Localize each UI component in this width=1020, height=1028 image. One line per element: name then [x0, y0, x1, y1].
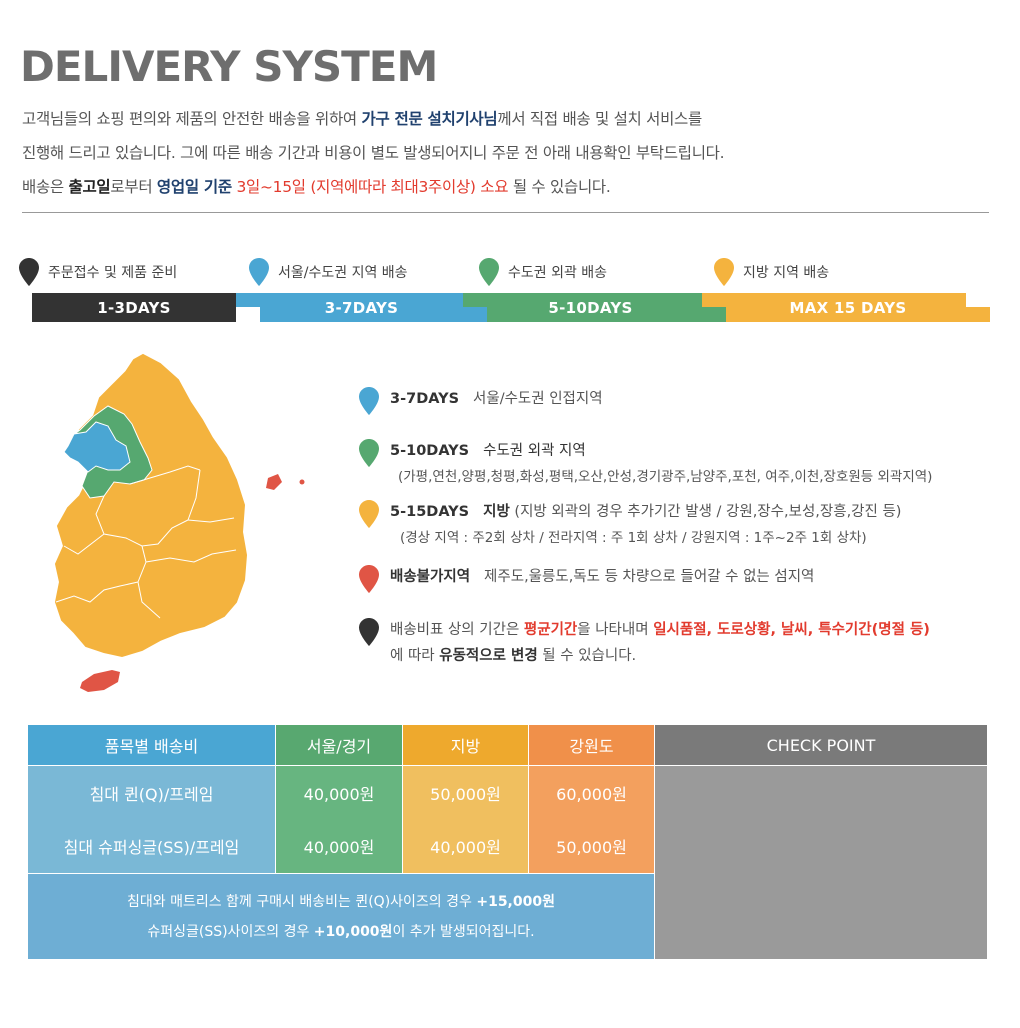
- legend-row-5-10: 5-10DAYS 수도권 외곽 지역 (가평,연천,양평,청평,화성,평택,오산,안…: [358, 438, 932, 490]
- intro-highlight: 가구 전문 설치기사님: [361, 110, 498, 128]
- table-cell: 60,000원: [528, 765, 655, 820]
- legend-subtext: (가평,연천,양평,청평,화성,평택,오산,안성,경기광주,남양주,포천, 여주…: [398, 469, 933, 485]
- map-pin-icon: [359, 439, 379, 467]
- intro-highlight: 영업일 기준: [156, 178, 232, 196]
- table-header: 서울/경기: [275, 724, 403, 766]
- intro-text-part: 배송은: [22, 178, 69, 196]
- bar-5-10days: 5-10DAYS: [463, 293, 702, 322]
- stage-label: 주문접수 및 제품 준비: [48, 265, 178, 281]
- map-pin-icon: [359, 500, 379, 528]
- map-pin-icon: [479, 258, 499, 286]
- divider: [22, 212, 989, 213]
- bar-notch: [702, 307, 726, 322]
- map-pin-icon: [359, 387, 379, 415]
- bar-label: 5-10DAYS: [548, 298, 633, 317]
- legend-text: 을 나타내며: [577, 622, 654, 638]
- map-pin-icon: [359, 618, 379, 646]
- map-pin-icon: [714, 258, 734, 286]
- legend-row-3-7: 3-7DAYS 서울/수도권 인접지역: [358, 386, 603, 416]
- stage-3: 수도권 외곽 배송: [478, 256, 607, 288]
- page-title: DELIVERY SYSTEM: [20, 42, 438, 91]
- intro-highlight: 출고일: [68, 178, 111, 196]
- bar-label: 3-7DAYS: [324, 298, 399, 317]
- table-row: 침대 퀸(Q)/프레임 40,000원 50,000원 60,000원: [27, 765, 988, 960]
- stage-1: 주문접수 및 제품 준비: [18, 256, 177, 288]
- intro-highlight-red: 3일~15일 (지역에따라 최대3주이상) 소요: [231, 178, 509, 196]
- table-cell: 50,000원: [528, 819, 655, 874]
- legend-key: 5-10DAYS: [390, 443, 470, 459]
- table-header-row: 품목별 배송비 서울/경기 지방 강원도 CHECK POINT: [27, 724, 988, 766]
- legend-key: 3-7DAYS: [390, 391, 460, 407]
- bar-label: MAX 15 DAYS: [789, 298, 907, 317]
- table-cell-item: 침대 퀸(Q)/프레임: [27, 765, 276, 820]
- intro-text-part: 될 수 있습니다.: [508, 178, 611, 196]
- legend-highlight-red: 일시품절, 도로상황, 날씨, 특수기간(명절 등): [653, 622, 930, 638]
- table-cell: 50,000원: [402, 765, 529, 820]
- legend-text-bold: 유동적으로 변경: [439, 648, 538, 664]
- table-cell: 40,000원: [402, 819, 529, 874]
- map-pin-icon: [19, 258, 39, 286]
- note-amount: +10,000원: [313, 923, 393, 940]
- legend-text: 될 수 있습니다.: [537, 648, 637, 664]
- intro-text-part: 로부터: [110, 178, 157, 196]
- note-text: 침대와 매트리스 함께 구매시 배송비는 퀸(Q)사이즈의 경우: [127, 893, 477, 910]
- table-header: CHECK POINT: [654, 724, 988, 766]
- legend-text: 제주도,울릉도,독도 등 차량으로 들어갈 수 없는 섬지역: [484, 569, 815, 585]
- legend-row-note: 배송비표 상의 기간은 평균기간을 나타내며 일시품절, 도로상황, 날씨, 특…: [358, 617, 930, 669]
- table-header: 품목별 배송비: [27, 724, 276, 766]
- stage-4: 지방 지역 배송: [713, 256, 829, 288]
- legend-subtext: (경상 지역 : 주2회 상차 / 전라지역 : 주 1회 상차 / 강원지역 …: [400, 530, 867, 546]
- note-text: 슈퍼싱글(SS)사이즈의 경우: [147, 923, 314, 940]
- legend-text: 에 따라: [390, 648, 440, 664]
- legend-text: 수도권 외곽 지역: [483, 443, 586, 459]
- bar-label: 1-3DAYS: [97, 298, 171, 317]
- legend-text: 서울/수도권 인접지역: [473, 391, 603, 407]
- legend-row-5-15: 5-15DAYS 지방 (지방 외곽의 경우 추가기간 발생 / 강원,장수,보성…: [358, 499, 901, 551]
- stage-label: 서울/수도권 지역 배송: [278, 265, 408, 281]
- intro-text: 고객님들의 쇼핑 편의와 제품의 안전한 배송을 위하여 가구 전문 설치기사님…: [22, 102, 725, 204]
- bar-notch: [236, 307, 260, 322]
- legend-key: 배송불가지역: [390, 569, 471, 585]
- table-cell-item: 침대 슈퍼싱글(SS)/프레임: [27, 819, 276, 874]
- bar-notch: [463, 307, 487, 322]
- table-header: 지방: [402, 724, 529, 766]
- intro-text-part: 께서 직접 배송 및 설치 서비스를: [497, 110, 702, 128]
- bar-3-7days: 3-7DAYS: [236, 293, 463, 322]
- legend-key: 5-15DAYS: [390, 504, 470, 520]
- legend-text: (지방 외곽의 경우 추가기간 발생 / 강원,장수,보성,장흥,강진 등): [509, 504, 902, 520]
- bar-max15days: MAX 15 DAYS: [702, 293, 966, 322]
- table-note-row: 침대와 매트리스 함께 구매시 배송비는 퀸(Q)사이즈의 경우 +15,000…: [27, 873, 988, 960]
- korea-map-image: [54, 353, 305, 692]
- shipping-fee-table: 품목별 배송비 서울/경기 지방 강원도 CHECK POINT 침대 퀸(Q)…: [27, 724, 988, 960]
- bar-step: [966, 307, 990, 322]
- legend-row-no-delivery: 배송불가지역 제주도,울릉도,독도 등 차량으로 들어갈 수 없는 섬지역: [358, 564, 814, 594]
- map-pin-icon: [249, 258, 269, 286]
- stage-2: 서울/수도권 지역 배송: [248, 256, 408, 288]
- table-header: 강원도: [528, 724, 655, 766]
- bar-1-3days: 1-3DAYS: [32, 293, 236, 322]
- intro-text-part: 고객님들의 쇼핑 편의와 제품의 안전한 배송을 위하여: [22, 110, 362, 128]
- map-pin-icon: [359, 565, 379, 593]
- table-note: 침대와 매트리스 함께 구매시 배송비는 퀸(Q)사이즈의 경우 +15,000…: [27, 873, 655, 960]
- check-point-cell: [654, 765, 988, 960]
- legend-highlight-red: 평균기간: [523, 622, 578, 638]
- note-amount: +15,000원: [476, 893, 555, 910]
- table-cell: 40,000원: [275, 819, 403, 874]
- stage-label: 지방 지역 배송: [743, 265, 830, 281]
- stage-label: 수도권 외곽 배송: [508, 265, 608, 281]
- intro-line-2: 진행해 드리고 있습니다. 그에 따른 배송 기간과 비용이 별도 발생되어지니…: [22, 144, 725, 162]
- table-cell: 40,000원: [275, 765, 403, 820]
- legend-text-bold: 지방: [483, 504, 510, 520]
- bar-notch: [966, 293, 990, 307]
- legend-text: 배송비표 상의 기간은: [390, 622, 524, 638]
- note-text: 이 추가 발생되어집니다.: [392, 923, 535, 940]
